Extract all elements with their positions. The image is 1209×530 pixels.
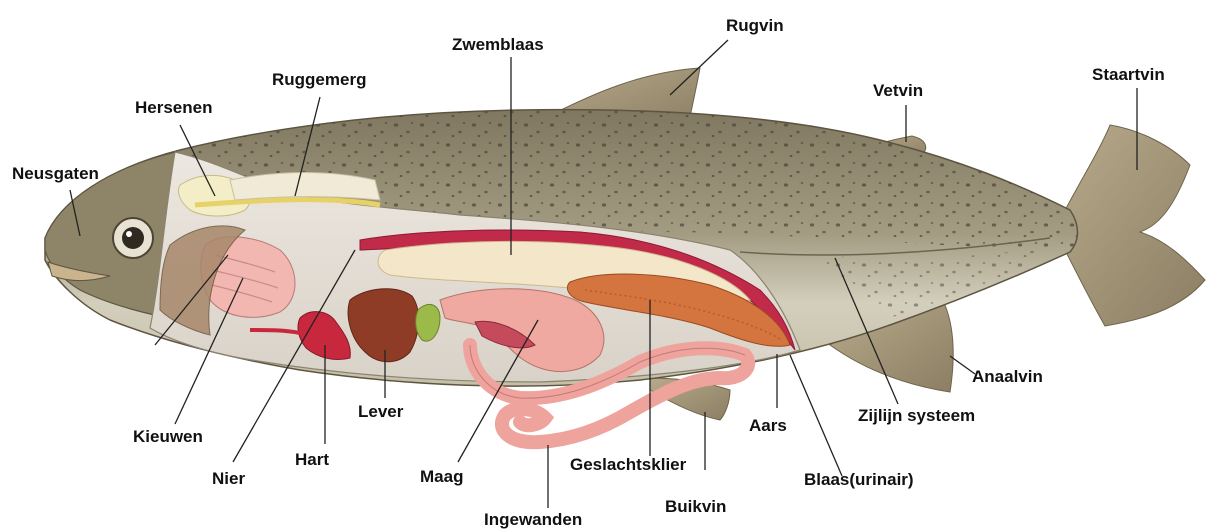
label-buikvin: Buikvin: [665, 497, 726, 517]
label-ingewanden: Ingewanden: [484, 510, 582, 530]
label-zwemblaas: Zwemblaas: [452, 35, 544, 55]
label-hersenen: Hersenen: [135, 98, 212, 118]
label-aars: Aars: [749, 416, 787, 436]
label-lever: Lever: [358, 402, 403, 422]
label-vetvin: Vetvin: [873, 81, 923, 101]
label-ruggemerg: Ruggemerg: [272, 70, 366, 90]
label-staartvin: Staartvin: [1092, 65, 1165, 85]
label-neusgaten: Neusgaten: [12, 164, 99, 184]
label-maag: Maag: [420, 467, 463, 487]
label-hart: Hart: [295, 450, 329, 470]
label-geslachtsklier: Geslachtsklier: [570, 455, 686, 475]
label-zijlijn-systeem: Zijlijn systeem: [858, 406, 975, 426]
label-rugvin: Rugvin: [726, 16, 784, 36]
label-anaalvin: Anaalvin: [972, 367, 1043, 387]
label-nier: Nier: [212, 469, 245, 489]
tail-fin: [1060, 125, 1205, 326]
label-kieuwen: Kieuwen: [133, 427, 203, 447]
label-blaas-urinair: Blaas(urinair): [804, 470, 914, 490]
